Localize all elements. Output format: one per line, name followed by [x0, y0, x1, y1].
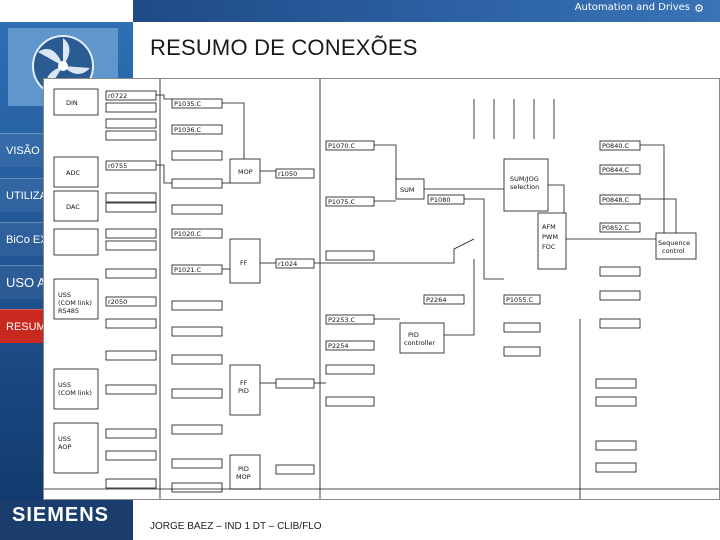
svg-text:selection: selection — [510, 183, 539, 191]
label-pid-mop: PID — [238, 465, 249, 473]
block-ff — [229, 238, 261, 284]
label-ff-pid: FF — [240, 379, 248, 387]
svg-text:P0840.C: P0840.C — [602, 142, 630, 150]
svg-text:P1055.C: P1055.C — [506, 296, 534, 304]
label-ff: FF — [240, 259, 248, 267]
block-afm — [537, 212, 567, 270]
block-uss-aop — [53, 422, 99, 474]
block-adc — [53, 156, 99, 188]
label-din: DIN — [66, 99, 78, 107]
label-adc: ADC — [66, 169, 80, 177]
block-uss-com — [53, 368, 99, 410]
svg-text:RS485: RS485 — [58, 307, 79, 315]
block-dac — [53, 190, 99, 222]
svg-text:r1050: r1050 — [278, 170, 297, 178]
brand-strip — [133, 0, 720, 22]
svg-text:PID: PID — [238, 387, 249, 395]
svg-text:MOP: MOP — [236, 473, 251, 481]
diagram-svg: DIN ADC DAC USS (COM link) RS485 USS (CO… — [44, 79, 719, 499]
svg-text:P1075.C: P1075.C — [328, 198, 356, 206]
svg-text:P0848.C: P0848.C — [602, 196, 630, 204]
label-sequence: Sequence — [658, 239, 690, 247]
label-afm: AFM — [542, 223, 556, 231]
footer-text: JORGE BAEZ – IND 1 DT – CLIB/FLO — [150, 521, 322, 532]
svg-text:r0722: r0722 — [108, 92, 127, 100]
svg-text:r0755: r0755 — [108, 162, 127, 170]
label-uss1: USS — [58, 291, 71, 299]
label-pid-controller: PID — [408, 331, 419, 339]
label-mop: MOP — [238, 168, 253, 176]
svg-text:P1035.C: P1035.C — [174, 100, 202, 108]
svg-text:(COM link): (COM link) — [58, 389, 92, 397]
svg-text:(COM link): (COM link) — [58, 299, 92, 307]
block-ff-pid — [229, 364, 261, 416]
label-dac: DAC — [66, 203, 80, 211]
svg-text:P1021.C: P1021.C — [174, 266, 202, 274]
block-uss-rs485 — [53, 278, 99, 320]
block-din — [53, 88, 99, 116]
svg-text:P0844.C: P0844.C — [602, 166, 630, 174]
siemens-logo: SIEMENS — [12, 504, 110, 526]
connection-diagram: DIN ADC DAC USS (COM link) RS485 USS (CO… — [43, 78, 720, 500]
svg-text:PWM: PWM — [542, 233, 558, 241]
svg-text:controller: controller — [404, 339, 435, 347]
svg-text:P1036.C: P1036.C — [174, 126, 202, 134]
svg-text:AOP: AOP — [58, 443, 71, 451]
label-uss3: USS — [58, 435, 71, 443]
logo-area — [0, 500, 133, 540]
label-sum-jog: SUM/JOG — [510, 175, 539, 183]
svg-text:P1080: P1080 — [430, 196, 450, 204]
svg-text:P2254: P2254 — [328, 342, 348, 350]
svg-text:P1020.C: P1020.C — [174, 230, 202, 238]
gear-icon: ⚙ — [694, 3, 704, 15]
automation-label: Automation and Drives — [574, 2, 690, 13]
block-pid-controller — [399, 322, 445, 354]
label-sum: SUM — [400, 186, 415, 194]
svg-text:r1024: r1024 — [278, 260, 297, 268]
svg-text:r2050: r2050 — [108, 298, 127, 306]
svg-text:control: control — [662, 247, 685, 255]
svg-text:FOC: FOC — [542, 243, 556, 251]
svg-text:P2253.C: P2253.C — [328, 316, 356, 324]
svg-text:P0852.C: P0852.C — [602, 224, 630, 232]
block-aux — [53, 228, 99, 256]
label-uss2: USS — [58, 381, 71, 389]
svg-text:P2264: P2264 — [426, 296, 446, 304]
svg-text:P1070.C: P1070.C — [328, 142, 356, 150]
page-title: RESUMO DE CONEXÕES — [150, 35, 418, 60]
